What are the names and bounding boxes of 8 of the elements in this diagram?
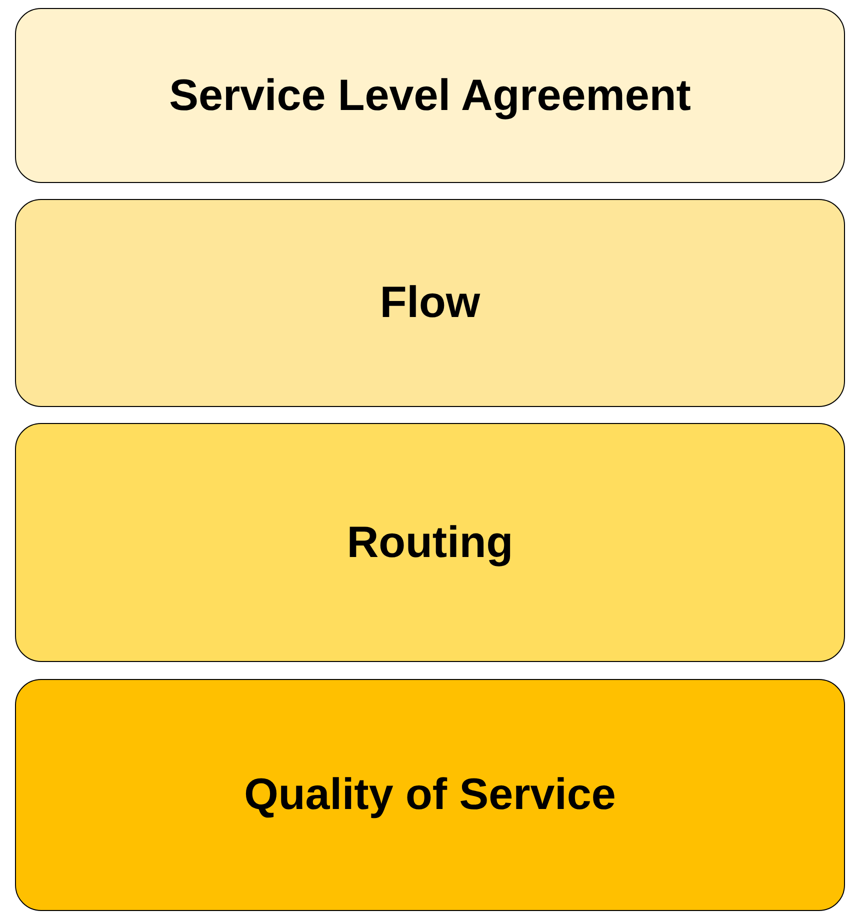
layer-label: Quality of Service (244, 770, 616, 820)
layer-box (15, 679, 845, 911)
layer-box (15, 8, 845, 183)
layer-box (15, 199, 845, 407)
layer-label: Service Level Agreement (169, 70, 691, 120)
layer-label: Routing (346, 518, 514, 568)
layer-label: Flow (380, 278, 480, 328)
layer-box (15, 423, 845, 662)
